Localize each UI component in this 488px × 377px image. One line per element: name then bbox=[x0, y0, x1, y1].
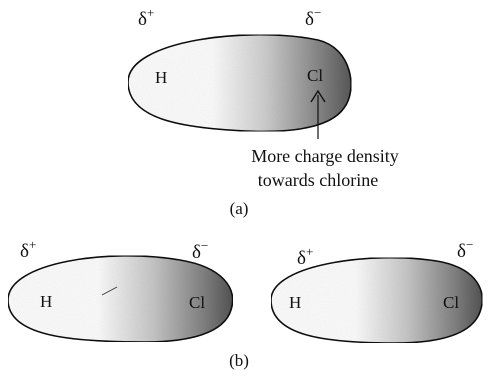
delta-plus-b-right: δ+ bbox=[297, 244, 313, 269]
delta-minus-b-left: δ− bbox=[192, 238, 208, 263]
atom-cl-b-right: Cl bbox=[443, 293, 459, 312]
caption-b: (b) bbox=[229, 351, 249, 370]
caption-a: (a) bbox=[230, 199, 249, 218]
delta-plus-b-left: δ+ bbox=[20, 237, 36, 262]
delta-minus-a: δ− bbox=[305, 5, 321, 30]
atom-cl-a: Cl bbox=[307, 66, 323, 85]
molecule-b-right: H Cl δ+ δ− bbox=[271, 237, 482, 343]
delta-plus-a: δ+ bbox=[138, 5, 154, 30]
annotation-line-1: More charge density bbox=[251, 146, 399, 166]
atom-h-a: H bbox=[155, 68, 167, 87]
atom-h-b-right: H bbox=[289, 293, 301, 312]
annotation-line-2: towards chlorine bbox=[258, 170, 378, 190]
atom-cl-b-left: Cl bbox=[189, 293, 205, 312]
atom-h-b-left: H bbox=[40, 292, 52, 311]
molecule-a: H Cl δ+ δ− More charge density towards c… bbox=[128, 5, 399, 218]
molecule-b-left: H Cl δ+ δ− bbox=[8, 237, 233, 342]
delta-minus-b-right: δ− bbox=[457, 237, 473, 262]
